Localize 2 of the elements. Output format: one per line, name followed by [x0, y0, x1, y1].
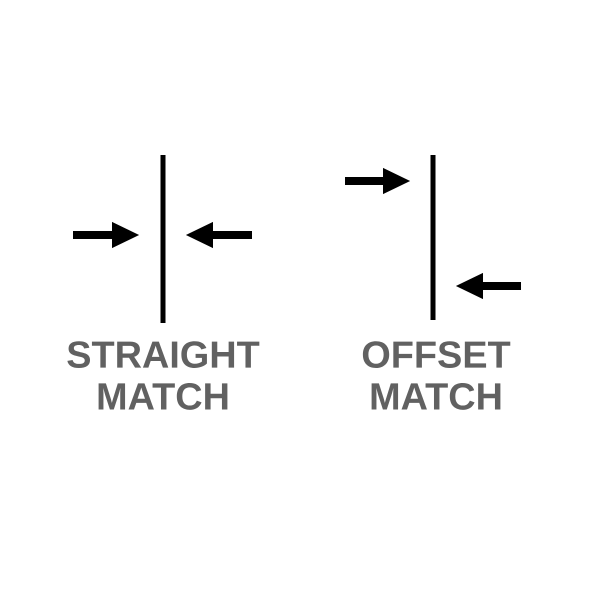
caption-text: OFFSET MATCH — [362, 341, 510, 410]
caption-text: STRAIGHT MATCH — [67, 341, 260, 410]
